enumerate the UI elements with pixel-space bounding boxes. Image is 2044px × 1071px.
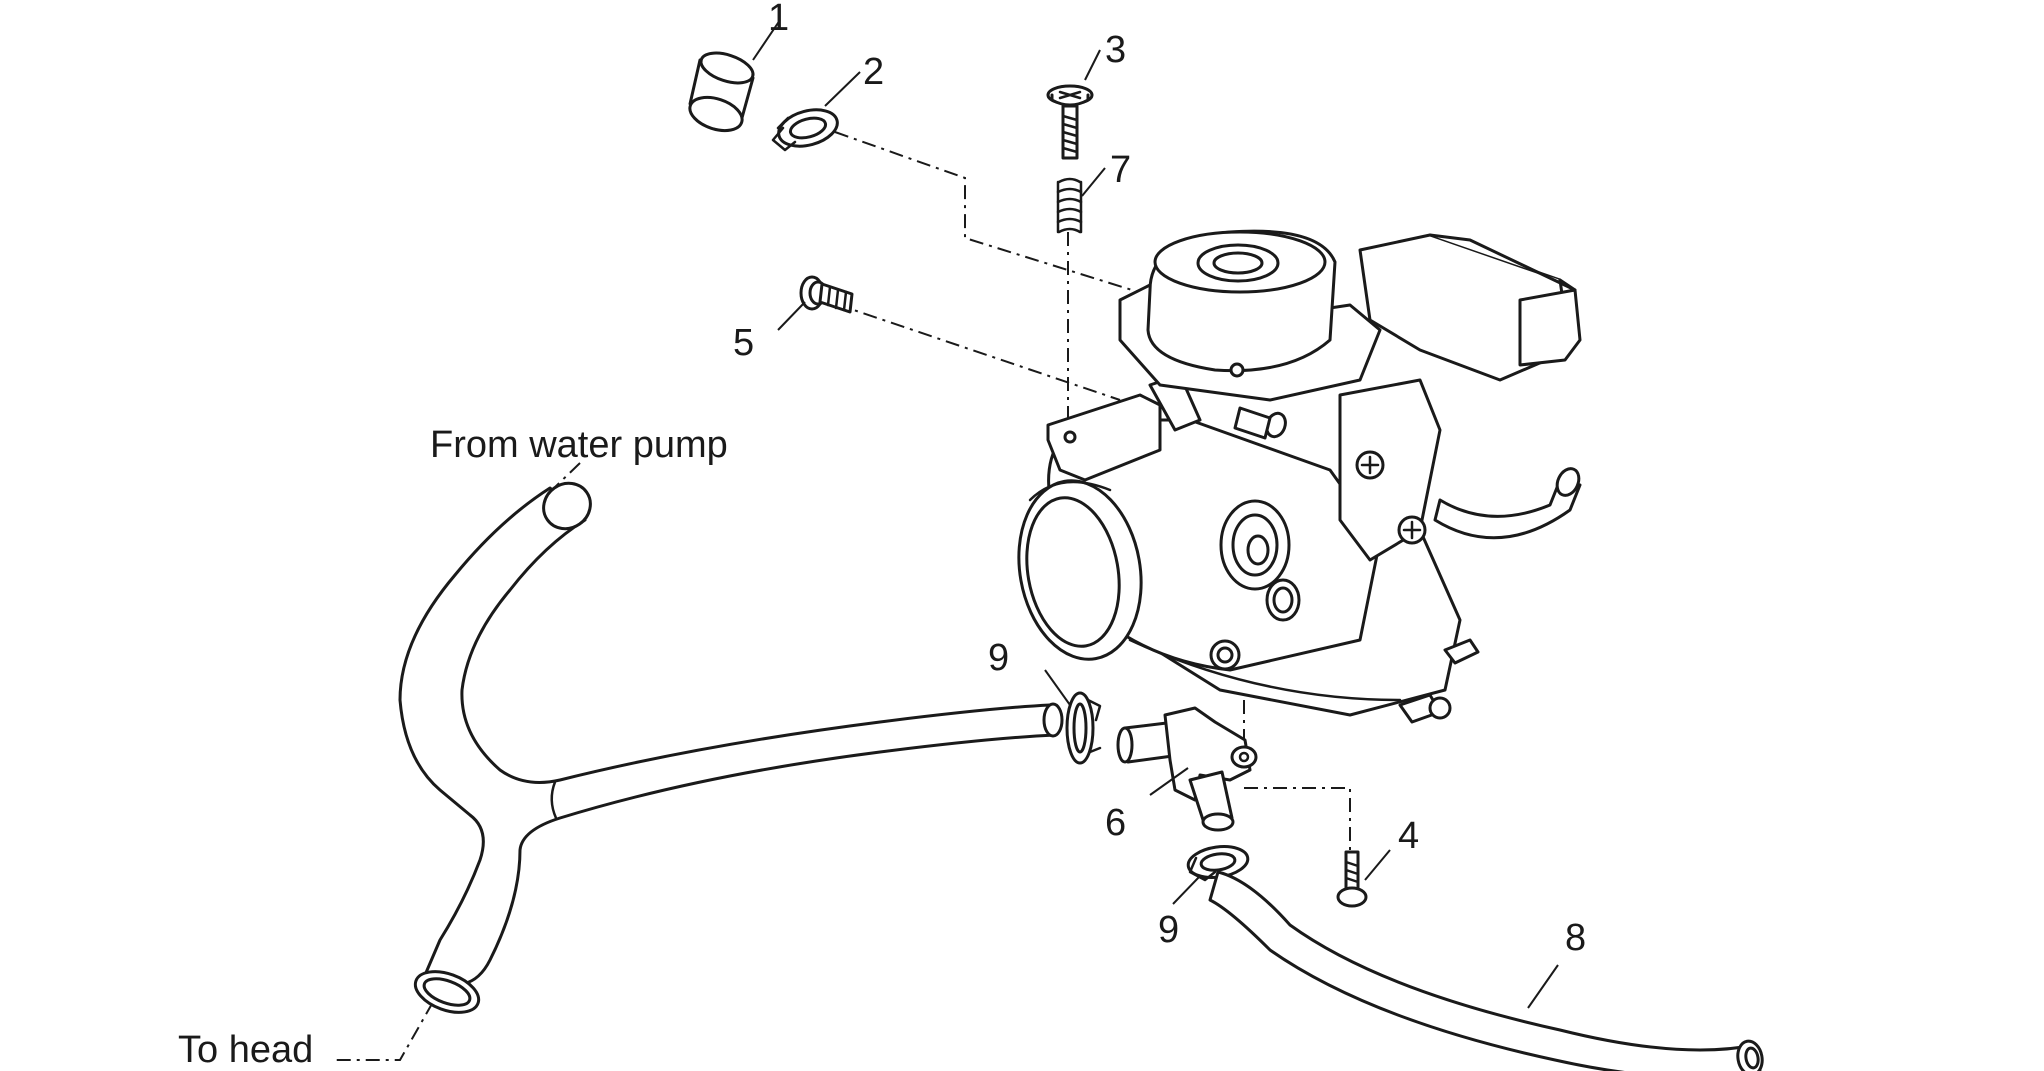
- callout-5: 5: [733, 322, 754, 364]
- part-6-elbow-fitting: [1116, 706, 1258, 832]
- from-water-pump-label: From water pump: [430, 424, 728, 466]
- callout-numbers: 1 2 3 7 5 9 6 9 4 8: [733, 0, 1586, 959]
- part-8-hose: [1208, 870, 1764, 1071]
- callout-2: 2: [863, 51, 884, 93]
- callout-9-upper: 9: [988, 637, 1009, 679]
- part-4-screw: [1336, 850, 1368, 908]
- part-3-screw: [1046, 84, 1094, 160]
- part-9-clamp-upper: [1065, 691, 1102, 765]
- leader-lines: [752, 19, 1559, 1009]
- carburetor-body: [1017, 229, 1582, 724]
- part-1-cap: [688, 51, 755, 133]
- callout-6: 6: [1105, 802, 1126, 844]
- part-5-screw: [799, 275, 854, 314]
- callout-1: 1: [768, 0, 789, 39]
- alignment-lines: [335, 131, 1351, 1061]
- y-hose: [398, 481, 1064, 1014]
- callout-4: 4: [1398, 815, 1419, 857]
- callout-7: 7: [1110, 149, 1131, 191]
- callout-8: 8: [1565, 917, 1586, 959]
- callout-9-lower: 9: [1158, 909, 1179, 951]
- annotations: From water pump To head: [178, 424, 728, 1071]
- part-7-spring: [1056, 177, 1083, 234]
- to-head-label: To head: [178, 1029, 313, 1071]
- callout-3: 3: [1105, 29, 1126, 71]
- part-2-clamp: [771, 108, 839, 152]
- part-9-clamp-lower: [1186, 845, 1250, 882]
